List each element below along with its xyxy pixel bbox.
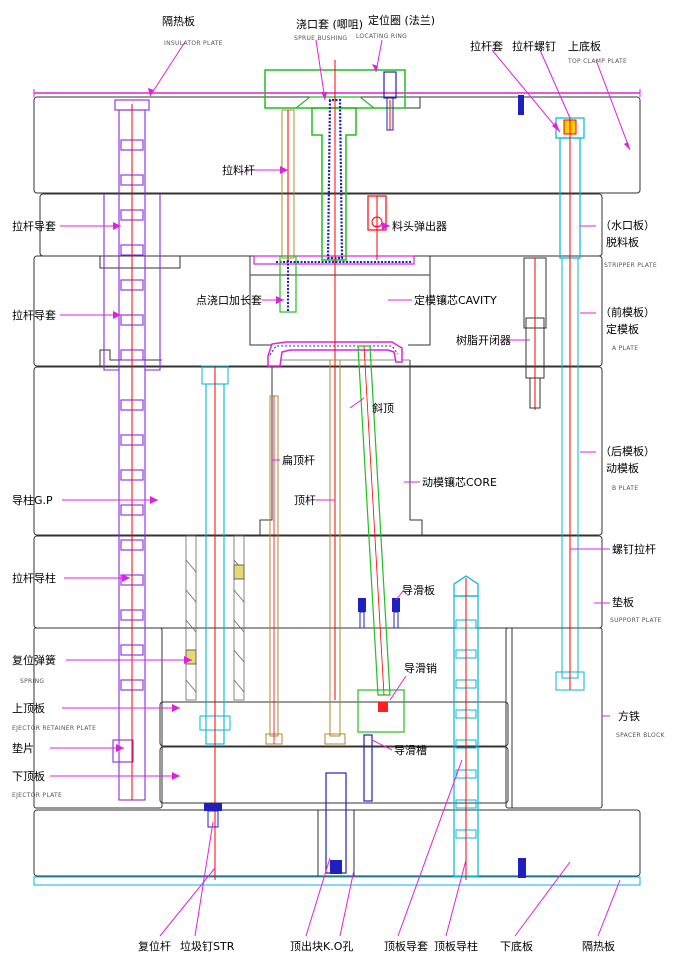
- label-guide-plate: 导滑板: [402, 583, 435, 597]
- label-return-spring: 复位弹簧: [12, 653, 56, 667]
- sprue-puller-pin: [281, 109, 295, 260]
- ejector-plate: [159, 746, 509, 804]
- svg-text:A PLATE: A PLATE: [612, 345, 638, 352]
- runner-plate: [253, 255, 415, 265]
- label-ko-block: 顶出块K.O孔: [290, 939, 353, 953]
- label-runner-ejector: 料头弹出器: [392, 219, 447, 233]
- svg-text:定模板: 定模板: [606, 322, 639, 336]
- ejector-guide-pin: [453, 575, 479, 880]
- return-pin: [199, 365, 231, 880]
- label-b-plate: （后模板）: [600, 444, 655, 458]
- ko-block: [317, 772, 355, 877]
- labels: 隔热板 INSULATOR PLATE 浇口套 (唧咀) SPRUE BUSHI…: [12, 13, 666, 953]
- guide-slide-block: [357, 689, 405, 733]
- top-clamp-screw: [518, 95, 524, 115]
- label-locating-ring: 定位圈 (法兰): [368, 13, 435, 27]
- pinpoint-gate-extension: [279, 255, 297, 313]
- label-stripper: （水口板）: [600, 218, 655, 232]
- label-guide-slot: 导滑槽: [394, 744, 427, 757]
- spacer-block-right: [505, 627, 603, 809]
- b-plate: [33, 366, 603, 536]
- label-insulator-bottom: 隔热板: [582, 939, 615, 953]
- label-return-pin: 复位杆: [138, 939, 171, 953]
- label-spacer: 方铁: [618, 709, 640, 723]
- label-support: 垫板: [612, 595, 634, 609]
- label-a-plate: （前模板）: [600, 305, 655, 319]
- label-resin-lock: 树脂开闭器: [456, 333, 511, 347]
- flat-ejector-pin: [265, 395, 283, 745]
- label-cavity: 定模镶芯CAVITY: [414, 293, 497, 307]
- spacer-block-left: [33, 627, 163, 809]
- label-pinpoint-ext: 点浇口加长套: [196, 294, 262, 307]
- label-ejector-plate: 下顶板: [12, 769, 45, 783]
- label-insulator-top: 隔热板: [162, 14, 195, 28]
- label-puller-guide-pin: 拉杆导柱: [12, 571, 56, 585]
- label-angle-lifter: 斜顶: [372, 402, 394, 415]
- svg-text:EJECTOR PLATE: EJECTOR PLATE: [12, 792, 62, 799]
- locating-ring-screw: [383, 71, 397, 131]
- label-flat-pin: 扁顶杆: [282, 453, 315, 467]
- svg-text:SUPPORT PLATE: SUPPORT PLATE: [610, 617, 662, 624]
- svg-text:EJECTOR RETAINER PLATE: EJECTOR RETAINER PLATE: [12, 725, 96, 732]
- label-screw-puller: 螺钉拉杆: [612, 542, 656, 556]
- plastic-part: [267, 341, 403, 367]
- sprue-bushing: [264, 60, 406, 700]
- label-bottom-clamp: 下底板: [500, 939, 533, 953]
- label-ejector-pin: 顶杆: [294, 493, 316, 507]
- label-puller-screw: 拉杆螺钉: [512, 39, 556, 53]
- label-core: 动模镶芯CORE: [422, 475, 497, 489]
- svg-text:脱料板: 脱料板: [606, 235, 639, 249]
- guide-plate-screws: [358, 598, 400, 629]
- svg-text:INSULATOR PLATE: INSULATOR PLATE: [164, 40, 223, 47]
- svg-text:B PLATE: B PLATE: [612, 485, 638, 492]
- svg-text:LOCATING RING: LOCATING RING: [356, 33, 407, 40]
- stripper-plate: [39, 193, 603, 257]
- ejector-pin: [324, 359, 346, 745]
- support-plate: [33, 535, 603, 629]
- label-ej-guide-bush: 顶板导套: [384, 939, 428, 953]
- label-shim: 垫片: [12, 741, 34, 755]
- label-guide-bush-2: 拉杆导套: [12, 308, 56, 322]
- guide-slot-screw: [363, 734, 373, 802]
- plates: [33, 89, 641, 886]
- label-guide-bush-1: 拉杆导套: [12, 219, 56, 233]
- svg-text:TOP CLAMP PLATE: TOP CLAMP PLATE: [567, 58, 627, 65]
- label-stop-pin: 垃圾钉STR: [180, 939, 235, 953]
- label-sprue-puller: 拉料杆: [222, 163, 255, 177]
- label-guide-dowel: 导滑销: [404, 661, 437, 675]
- bottom-clamp-screw: [518, 858, 526, 878]
- svg-text:动模板: 动模板: [606, 461, 639, 475]
- top-clamp-plate: [33, 96, 641, 194]
- angle-lifter: [357, 345, 405, 733]
- stop-pin: [204, 803, 222, 828]
- svg-text:SPACER BLOCK: SPACER BLOCK: [616, 732, 666, 739]
- svg-text:SPRING: SPRING: [20, 678, 44, 685]
- label-sprue-bushing: 浇口套 (唧咀): [296, 18, 363, 31]
- ejector-retainer-plate: [159, 701, 509, 747]
- label-puller-bush-top: 拉杆套: [470, 39, 503, 53]
- leader-arrowheads: [113, 64, 630, 780]
- sprue-channel: [326, 98, 344, 260]
- insulator-plate-bottom: [33, 876, 641, 886]
- resin-lock: [523, 257, 547, 410]
- label-ejector-retainer: 上顶板: [12, 701, 45, 715]
- puller-screw-assembly: [555, 117, 585, 691]
- svg-text:STRIPPER PLATE: STRIPPER PLATE: [604, 262, 657, 269]
- label-top-clamp: 上底板: [568, 39, 601, 53]
- svg-text:SPRUE BUSHING: SPRUE BUSHING: [294, 35, 347, 42]
- label-ej-guide-pin: 顶板导柱: [434, 939, 478, 953]
- label-guide-pin: 导柱G.P: [12, 493, 53, 507]
